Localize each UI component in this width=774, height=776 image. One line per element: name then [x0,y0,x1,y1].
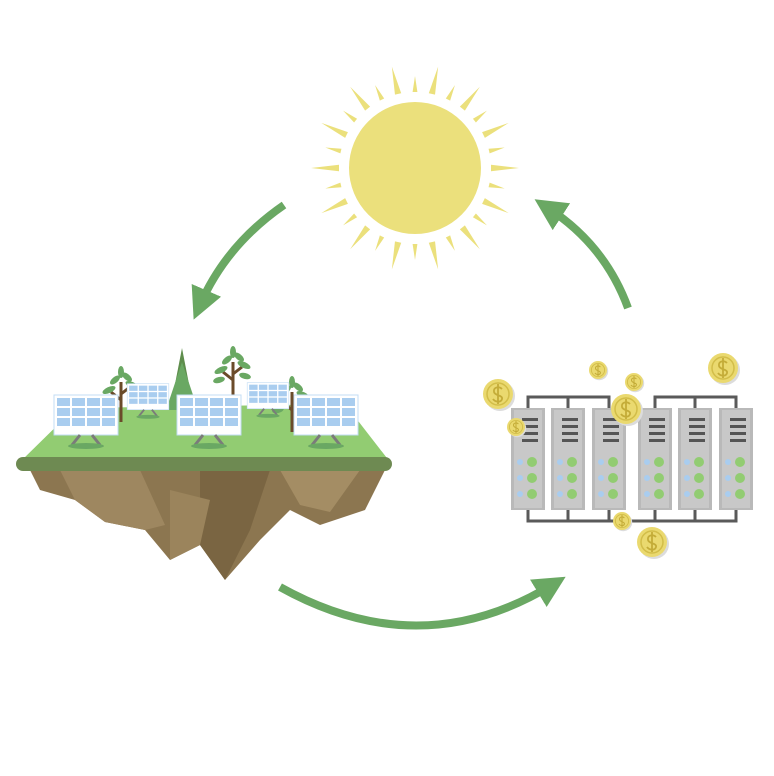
sun-ray [391,241,402,270]
sun-ray [350,225,371,250]
sun-ray [343,213,358,226]
sun-ray [391,66,402,95]
sun-ray [472,213,487,226]
sun-ray [488,147,505,154]
sun-ray [311,164,339,172]
sun-ray [482,198,509,214]
sun-ray [491,164,519,172]
server-rack-icon [511,395,753,523]
sun-ray [445,235,455,251]
sun-ray [412,244,418,260]
arrow-servers-to-sun [534,199,632,310]
sun-ray [488,182,505,189]
sun-ray [350,86,371,111]
sun-ray [472,110,487,123]
sun-ray [445,85,455,101]
sun-ray [459,86,480,111]
sun-ray [375,235,385,251]
sun-ray [321,122,348,138]
sun-ray [325,182,342,189]
sun-ray [375,85,385,101]
sun-ray [482,122,509,138]
solar-farm-island-icon [16,344,392,580]
arrow-island-to-servers [278,576,566,630]
sun-ray [325,147,342,154]
sun-ray [428,241,439,270]
sun-icon [311,66,519,270]
arrow-sun-to-island [191,201,287,320]
sun-ray [412,76,418,92]
sun-ray [321,198,348,214]
sun-ray [428,66,439,95]
sun-ray [459,225,480,250]
sun-ray [343,110,358,123]
